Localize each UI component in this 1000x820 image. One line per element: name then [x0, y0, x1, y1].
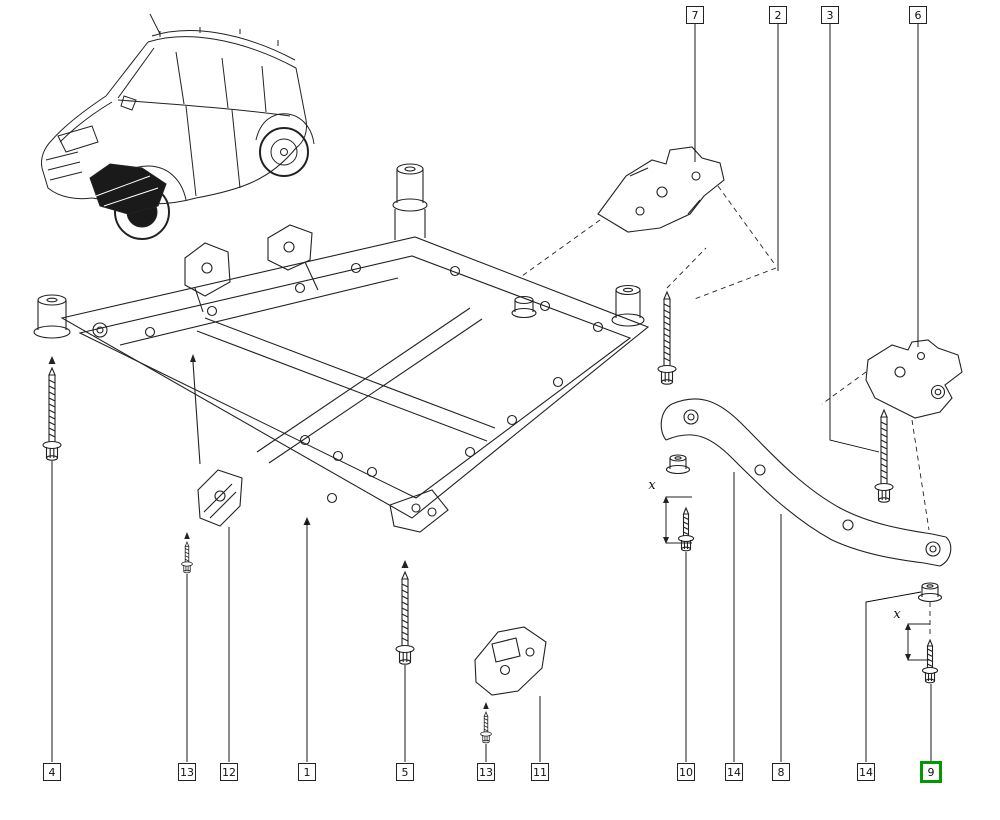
callout-1[interactable]: 1 [298, 763, 316, 781]
bolt-2-drawing [657, 291, 677, 385]
callout-6[interactable]: 6 [909, 6, 927, 24]
callout-4[interactable]: 4 [43, 763, 61, 781]
callout-7[interactable]: 7 [686, 6, 704, 24]
bolt-3-drawing [874, 409, 894, 503]
bushing-14-left-drawing [665, 454, 691, 475]
dimension-label-left: x [648, 478, 656, 493]
callout-13-right[interactable]: 13 [477, 763, 495, 781]
bolt-4-drawing [42, 367, 62, 461]
screw-13-right-drawing [480, 711, 492, 744]
dimension-left: x [648, 478, 692, 544]
insertion-arrows [48, 356, 489, 709]
callout-9-selected[interactable]: 9 [920, 761, 942, 783]
callout-14-left[interactable]: 14 [725, 763, 743, 781]
dimension-label-right: x [893, 607, 901, 622]
bolt-9-drawing [921, 639, 939, 684]
callout-11[interactable]: 11 [531, 763, 549, 781]
car-illustration [41, 13, 315, 240]
screw-13-left-drawing [181, 541, 193, 574]
callout-5[interactable]: 5 [396, 763, 414, 781]
callout-3[interactable]: 3 [821, 6, 839, 24]
bushing-14-right-drawing [917, 582, 943, 603]
callout-12[interactable]: 12 [220, 763, 238, 781]
callout-10[interactable]: 10 [677, 763, 695, 781]
callout-8[interactable]: 8 [772, 763, 790, 781]
assembly-dashed-lines [521, 185, 931, 636]
bolt-10-drawing [677, 507, 695, 552]
dimension-right: x [893, 607, 930, 661]
callout-14-right[interactable]: 14 [857, 763, 875, 781]
bolt-5-drawing [395, 571, 415, 665]
bracket-12-drawing [190, 354, 243, 527]
bracket-11-drawing [474, 626, 547, 696]
bracket-7-drawing [597, 146, 725, 233]
callout-2[interactable]: 2 [769, 6, 787, 24]
subframe-drawing [33, 163, 650, 533]
bracket-6-drawing [865, 339, 963, 419]
callout-13-left[interactable]: 13 [178, 763, 196, 781]
crossmember-drawing [660, 398, 952, 567]
leader-lines [51, 24, 932, 762]
